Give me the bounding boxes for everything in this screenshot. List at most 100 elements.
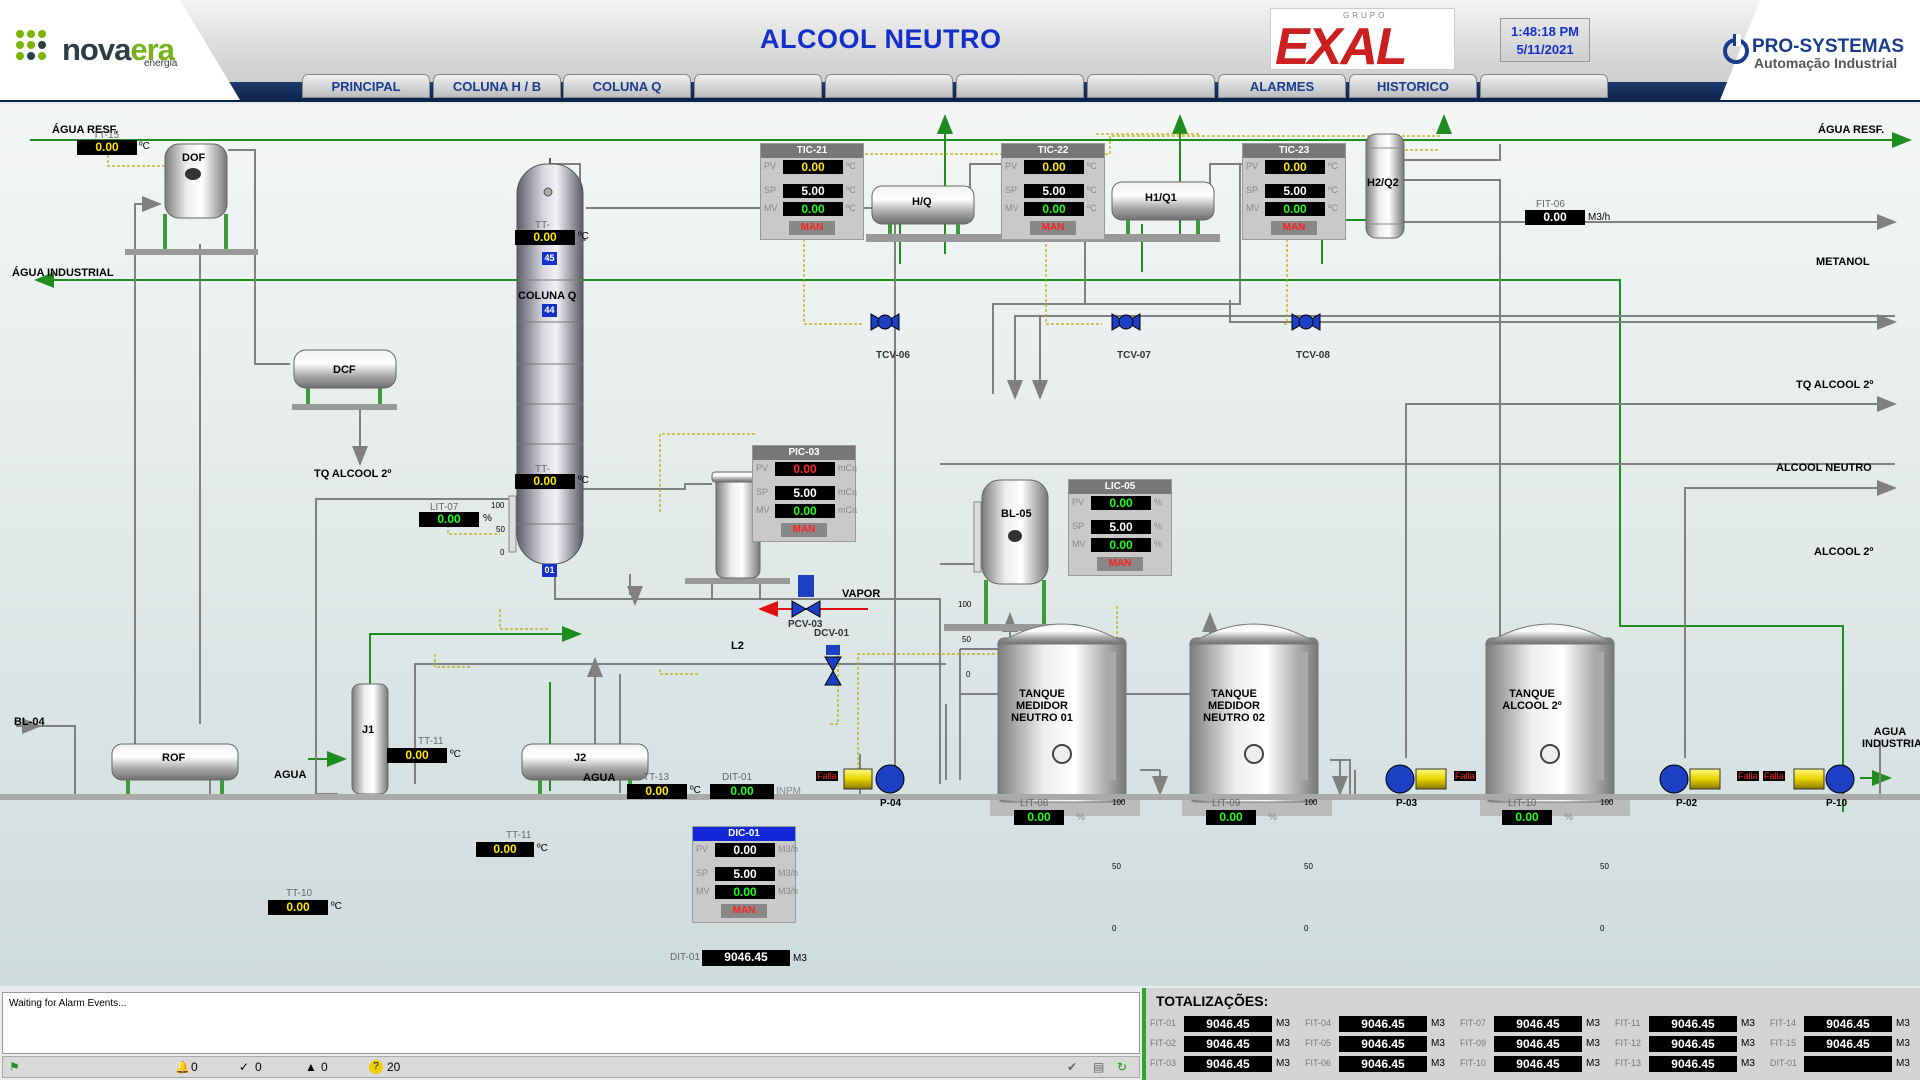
lit10-value[interactable]: 0.00 [1502,810,1552,825]
total-value[interactable]: 9046.45 [1649,1056,1737,1072]
pic03-sp-label: SP [756,487,769,497]
clock-date: 5/11/2021 [1516,42,1574,57]
h2q2-exchanger [1365,133,1405,239]
tab-coluna-q[interactable]: COLUNA Q [563,74,691,98]
tt11a-tag: TT-11 [418,736,444,747]
tt-bottom-value[interactable]: 0.00 [515,474,575,489]
tab-empty-1[interactable] [694,74,822,98]
lic05-pv-unit: % [1154,497,1163,507]
lic05-sp-value[interactable]: 5.00 [1091,520,1151,534]
total-unit: M3 [1741,1018,1755,1029]
lic05-mode-button[interactable]: MAN [1097,557,1143,571]
dof-vessel [125,143,258,255]
total-value[interactable]: 9046.45 [1494,1016,1582,1032]
lic05-pv-label: PV [1072,497,1085,507]
tic23-sp-value[interactable]: 5.00 [1265,184,1325,198]
fit06-value[interactable]: 0.00 [1525,210,1585,225]
tic22-sp-value[interactable]: 5.00 [1024,184,1084,198]
tab-principal[interactable]: PRINCIPAL [302,74,430,98]
tab-empty-5[interactable] [1480,74,1608,98]
tag-p03: P-03 [1396,798,1418,809]
p03-fault-indicator[interactable]: Falla [1454,771,1476,781]
tic23-sp-label: SP [1246,185,1259,195]
dit01-total-value[interactable]: 9046.45 [702,950,790,966]
pic03-pv-value: 0.00 [775,462,835,476]
alarm-count-active: 0 [191,1060,198,1074]
header-bar: novaera energia ALCOOL NEUTRO GRUPO EXAL… [0,0,1920,102]
p04-fault-indicator[interactable]: Falla [816,771,838,781]
total-value[interactable]: 9046.45 [1649,1016,1737,1032]
dit01-unit: INPM [776,786,801,797]
total-value[interactable]: 9046.45 [1649,1036,1737,1052]
dit01-total-unit: M3 [793,953,807,964]
tt11a-value[interactable]: 0.00 [387,748,447,763]
pic03-mode-button[interactable]: MAN [781,523,827,537]
dic01-mv-value[interactable]: 0.00 [715,885,775,899]
lit08-value[interactable]: 0.00 [1014,810,1064,825]
pic03-sp-value[interactable]: 5.00 [775,486,835,500]
tt13-unit: ºC [690,785,701,796]
tic21-sp-value[interactable]: 5.00 [783,184,843,198]
total-value[interactable] [1804,1056,1892,1072]
tab-empty-2[interactable] [825,74,953,98]
pic03-mv-value[interactable]: 0.00 [775,504,835,518]
dit01-value[interactable]: 0.00 [710,784,774,799]
lit07-value[interactable]: 0.00 [419,512,479,527]
tt13-tag: TT-13 [643,772,670,783]
tab-coluna-hb[interactable]: COLUNA H / B [433,74,561,98]
tic22-mv-value[interactable]: 0.00 [1024,202,1084,216]
total-value[interactable]: 9046.45 [1184,1016,1272,1032]
tab-empty-3[interactable] [956,74,1084,98]
lit09-value[interactable]: 0.00 [1206,810,1256,825]
tic22-mode-button[interactable]: MAN [1030,221,1076,235]
tic21-mv-unit: ºC [846,203,856,213]
label-tank-medidor-02: TANQUE MEDIDOR NEUTRO 02 [1203,688,1265,724]
dic01-mode-button[interactable]: MAN [721,904,767,918]
tab-alarmes[interactable]: ALARMES [1218,74,1346,98]
tt15-value[interactable]: 0.00 [77,140,137,155]
print-icon[interactable]: ▤ [1093,1060,1105,1074]
tt13-value[interactable]: 0.00 [627,784,687,799]
flag-icon[interactable]: ⚑ [9,1060,20,1074]
alarm-window[interactable]: Waiting for Alarm Events... [2,992,1140,1054]
total-value[interactable]: 9046.45 [1494,1056,1582,1072]
acknowledge-icon[interactable]: ✔ [1067,1060,1078,1074]
lic05-mv-value[interactable]: 0.00 [1091,538,1151,552]
tab-historico[interactable]: HISTORICO [1349,74,1477,98]
tic23-mv-value[interactable]: 0.00 [1265,202,1325,216]
tag-p02: P-02 [1676,798,1698,809]
total-value[interactable]: 9046.45 [1804,1016,1892,1032]
novaera-logo: novaera energia [0,0,240,100]
tic21-mv-value[interactable]: 0.00 [783,202,843,216]
tab-empty-4[interactable] [1087,74,1215,98]
p02-fault-indicator[interactable]: Falla [1737,771,1759,781]
tray-01-badge: 01 [542,564,557,577]
dic01-sp-value[interactable]: 5.00 [715,867,775,881]
p10-fault-indicator[interactable]: Falla [1763,771,1785,781]
total-value[interactable]: 9046.45 [1339,1056,1427,1072]
tt11b-value[interactable]: 0.00 [476,842,534,857]
tic21-mode-button[interactable]: MAN [789,221,835,235]
total-unit: M3 [1276,1038,1290,1049]
lic05-sp-unit: % [1154,521,1163,531]
total-value[interactable]: 9046.45 [1494,1036,1582,1052]
total-value[interactable]: 9046.45 [1339,1036,1427,1052]
lit07-scale-100: 100 [491,501,505,510]
tank1-scale-100: 100 [1112,798,1126,807]
total-value[interactable]: 9046.45 [1804,1036,1892,1052]
tt-top-value[interactable]: 0.00 [515,230,575,245]
tt10-value[interactable]: 0.00 [268,900,328,915]
total-value[interactable]: 9046.45 [1184,1036,1272,1052]
total-value[interactable]: 9046.45 [1184,1056,1272,1072]
tic23-mode-button[interactable]: MAN [1271,221,1317,235]
total-unit: M3 [1276,1018,1290,1029]
tic22-pv-label: PV [1005,161,1018,171]
total-value[interactable]: 9046.45 [1339,1016,1427,1032]
refresh-icon[interactable]: ↻ [1117,1060,1128,1074]
